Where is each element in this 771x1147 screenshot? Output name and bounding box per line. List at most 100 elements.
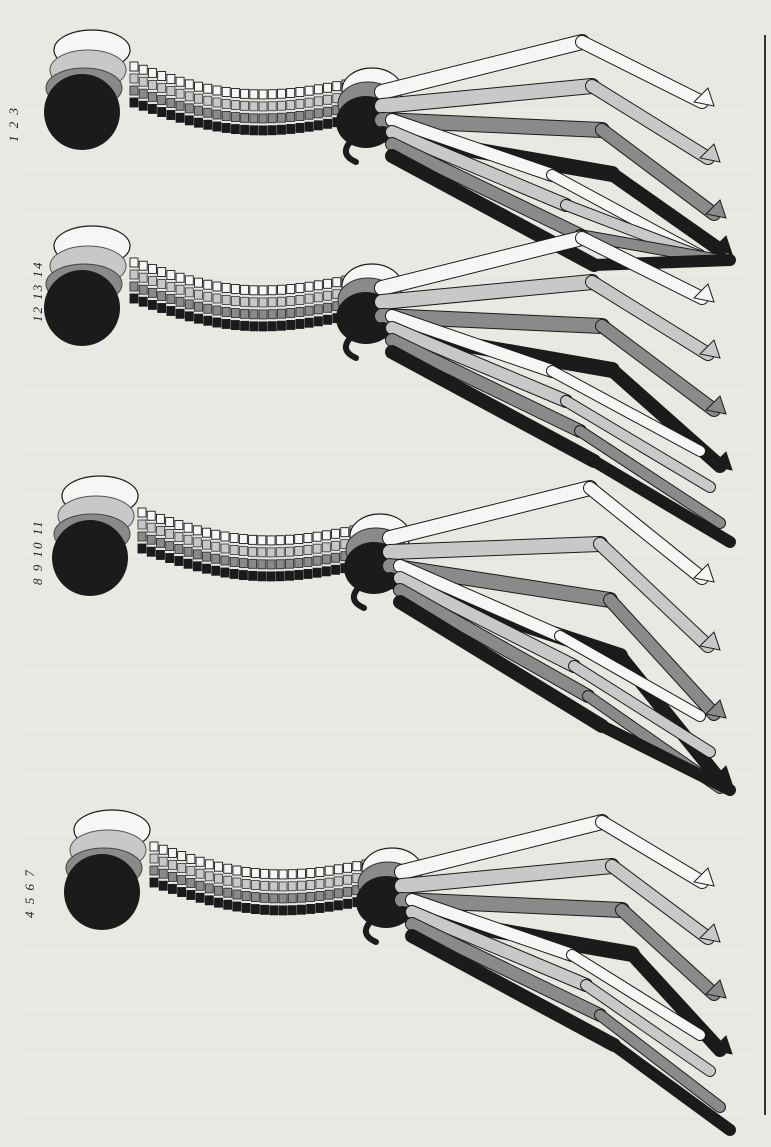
spine-segment (168, 860, 176, 869)
spine-segment (168, 884, 176, 893)
spine-segment (185, 80, 193, 89)
spine-segment (267, 560, 275, 569)
spine-segment (221, 544, 229, 553)
spine-segment (322, 543, 330, 552)
spine-segment (176, 297, 184, 306)
body-dark-shape (52, 520, 128, 596)
spine-segment (195, 290, 203, 299)
spine-segment (324, 119, 332, 128)
spine-segment (259, 298, 267, 307)
spine-segment (239, 559, 247, 568)
spine-segment (239, 571, 247, 580)
horse-leg-sequence-3 (0, 470, 771, 800)
spine-segment (221, 568, 229, 577)
spine-segment (261, 905, 269, 914)
spine-segment (167, 86, 175, 95)
spine-segment (334, 901, 342, 910)
spine-segment (148, 288, 156, 297)
spine-segment (158, 292, 166, 301)
spine-segment (130, 258, 138, 267)
spine-segment (305, 122, 313, 131)
spine-segment (139, 273, 147, 282)
spine-segment (304, 569, 312, 578)
spine-segment (295, 534, 303, 543)
spine-segment (259, 90, 267, 99)
spine-segment (222, 123, 230, 132)
spine-segment (166, 554, 174, 563)
spine-segment (268, 90, 276, 99)
spine-segment (239, 547, 247, 556)
spine-segment (196, 881, 204, 890)
spine-segment (307, 868, 315, 877)
spine-segment (221, 556, 229, 565)
spine-segment (166, 518, 174, 527)
spine-segment (231, 309, 239, 318)
spine-segment (158, 280, 166, 289)
spine-segment (233, 878, 241, 887)
spine-segment (166, 542, 174, 551)
spine-segment (287, 100, 295, 109)
spine-segment (205, 860, 213, 869)
spine-segment (231, 285, 239, 294)
spine-segment (324, 315, 332, 324)
spine-segment (314, 281, 322, 290)
spine-segment (242, 867, 250, 876)
spine-segment (222, 99, 230, 108)
spine-segment (176, 77, 184, 86)
spine-segment (344, 863, 352, 872)
body-dark-shape (44, 270, 120, 346)
spine-segment (150, 878, 158, 887)
spine-segment (295, 546, 303, 555)
spine-segment (259, 286, 267, 295)
spine-segment (215, 874, 223, 883)
spine-segment (185, 300, 193, 309)
spine-segment (204, 280, 212, 289)
spine-segment (332, 565, 340, 574)
spine-segment (221, 532, 229, 541)
spine-segment (167, 294, 175, 303)
spine-segment (148, 264, 156, 273)
spine-segment (168, 848, 176, 857)
spine-segment (267, 572, 275, 581)
spine-segment (148, 276, 156, 285)
spine-segment (316, 891, 324, 900)
spine-segment (203, 552, 211, 561)
spine-segment (158, 304, 166, 313)
spine-segment (138, 532, 146, 541)
spine-segment (139, 101, 147, 110)
spine-segment (241, 113, 249, 122)
spine-segment (176, 113, 184, 122)
body-dark-shape (44, 74, 120, 150)
spine-segment (195, 278, 203, 287)
spine-segment (176, 273, 184, 282)
spine-segment (185, 312, 193, 321)
spine-segment (304, 545, 312, 554)
limb-bone-shape (614, 1045, 730, 1130)
spine-segment (233, 890, 241, 899)
spine-segment (287, 112, 295, 121)
spine-segment (277, 89, 285, 98)
spine-segment (287, 308, 295, 317)
spine-segment (285, 547, 293, 556)
spine-segment (224, 900, 232, 909)
spine-segment (193, 550, 201, 559)
spine-segment (241, 285, 249, 294)
spine-segment (259, 322, 267, 331)
spine-segment (314, 305, 322, 314)
spine-segment (212, 542, 220, 551)
spine-segment (222, 111, 230, 120)
spine-segment (305, 306, 313, 315)
spine-segment (185, 104, 193, 113)
spine-segment (175, 520, 183, 529)
spine-segment (249, 535, 257, 544)
spine-segment (325, 878, 333, 887)
spine-segment (213, 110, 221, 119)
spine-segment (296, 319, 304, 328)
spine-segment (285, 571, 293, 580)
spine-segment (222, 295, 230, 304)
spine-segment (175, 556, 183, 565)
spine-segment (203, 540, 211, 549)
spine-segment (193, 538, 201, 547)
spine-segment (250, 90, 258, 99)
